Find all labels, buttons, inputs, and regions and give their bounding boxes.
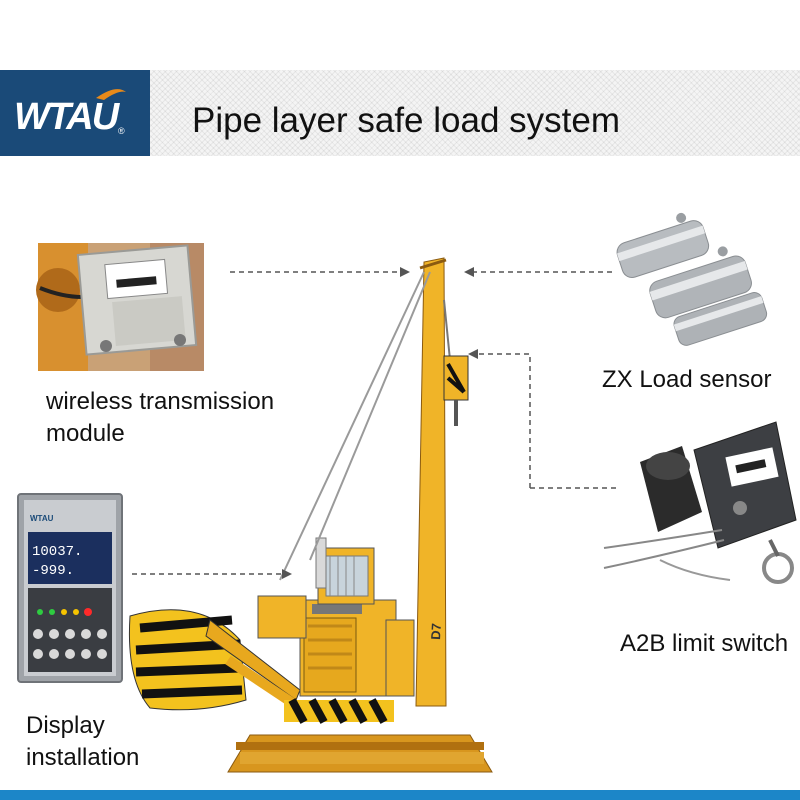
display-unit-photo: WTAU 10037. -999. (17, 493, 123, 683)
wireless-module-label-line1: wireless transmission (46, 388, 275, 415)
display-value-2: -999. (32, 563, 74, 579)
leader-line-limit-switch (478, 353, 531, 488)
display-brand: WTAU (30, 514, 54, 523)
wireless-module-photo (36, 243, 204, 371)
arrow-left-icon (468, 349, 478, 359)
logo-swoosh-icon (96, 89, 126, 100)
load-sensor-label: ZX Load sensor (602, 366, 772, 393)
limit-switch-photo (603, 421, 797, 584)
brand-logo: WTAU (14, 96, 119, 138)
display-value-1: 10037. (32, 544, 82, 560)
page-title: Pipe layer safe load system (192, 101, 620, 140)
leader-lines (132, 271, 616, 575)
arrow-right-icon (400, 267, 410, 277)
limit-switch-label: A2B limit switch (620, 630, 789, 657)
arrow-left-icon (464, 267, 474, 277)
load-sensor-photo (616, 212, 768, 346)
display-label-line2: installation (26, 744, 140, 771)
display-label: Display installation (26, 710, 139, 774)
wireless-module-label: wireless transmission module (46, 386, 274, 450)
arrow-heads (282, 267, 478, 579)
display-label-line1: Display (26, 712, 105, 739)
logo-box (0, 70, 150, 156)
bottom-bar (0, 790, 800, 800)
machine-model: D7 (428, 623, 444, 640)
pipe-layer-machine: D7 (128, 257, 493, 773)
wireless-module-label-line2: module (46, 420, 125, 447)
registered-mark: ® (118, 126, 125, 136)
arrow-right-icon (282, 569, 292, 579)
